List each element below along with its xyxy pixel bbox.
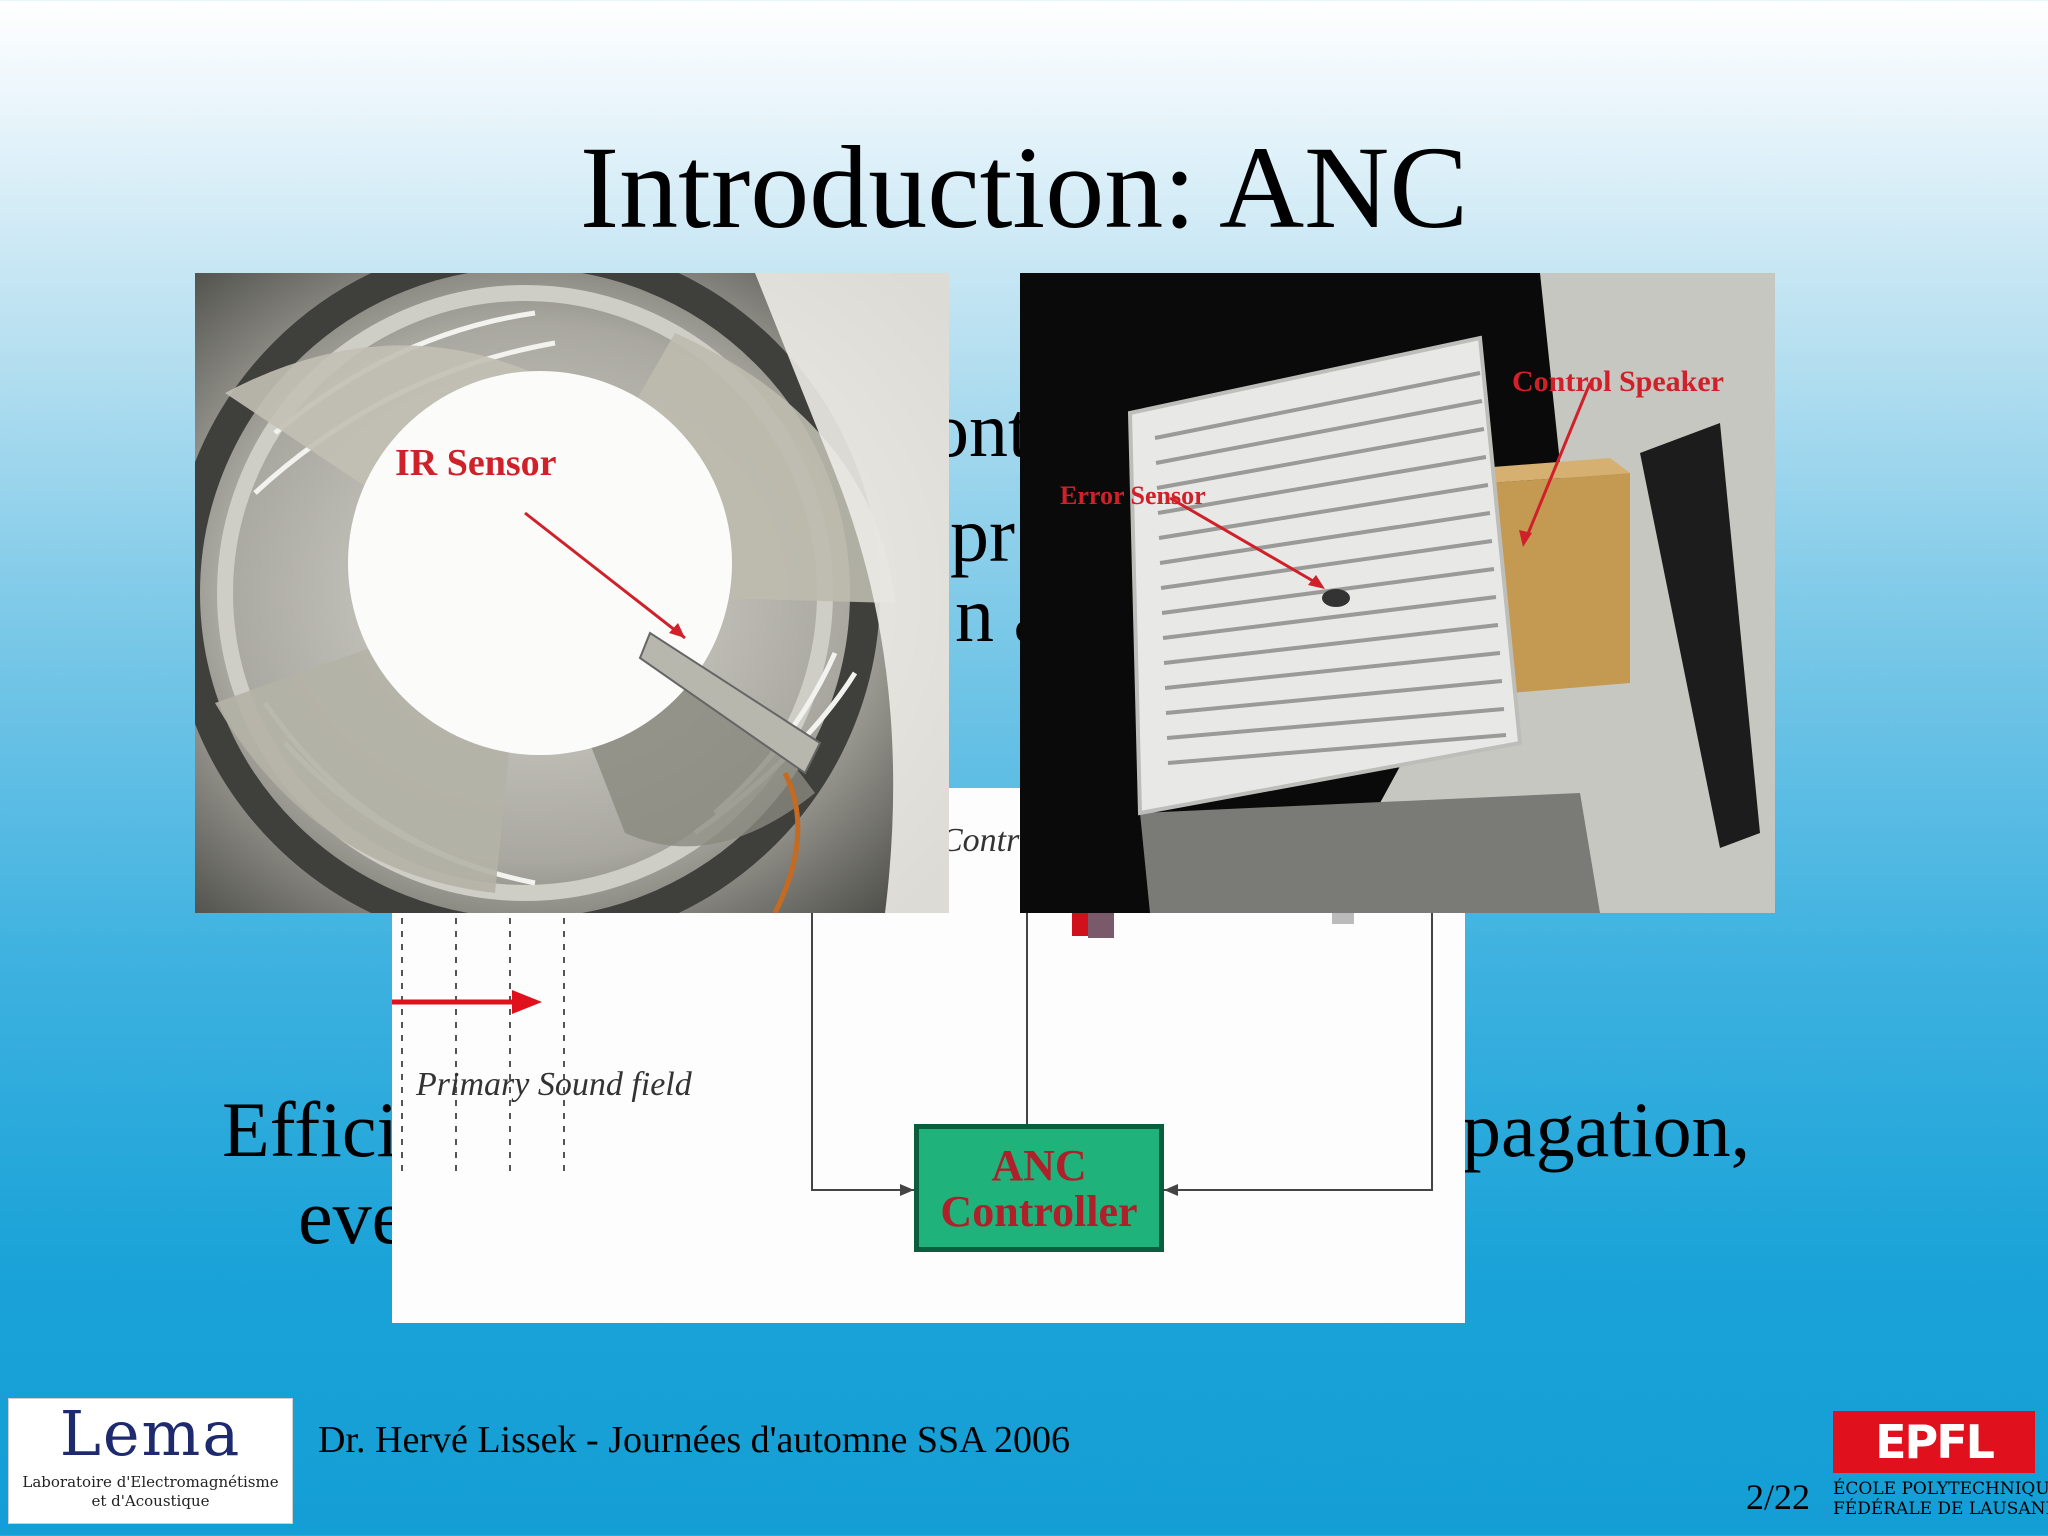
control-label: Contr <box>940 822 1020 859</box>
anc-controller-line2: Controller <box>940 1187 1138 1236</box>
control-speaker-label: Control Speaker <box>1512 365 1724 398</box>
lema-subtitle-line2: et d'Acoustique <box>91 1492 210 1510</box>
grille-photo-drawing <box>1020 273 1775 913</box>
page-number: 2/22 <box>1746 1477 1811 1517</box>
footer-author-text: Dr. Hervé Lissek - Journées d'automne SS… <box>318 1419 1070 1461</box>
fan-photo: IR Sensor <box>195 273 949 913</box>
primary-sound-field-label: Primary Sound field <box>416 1066 692 1103</box>
peek-text-4-left: Effici <box>222 1086 399 1173</box>
peek-text-5: eve <box>298 1173 407 1260</box>
epfl-logo-mark: EPFL <box>1833 1411 2035 1473</box>
epfl-logo-line1: ÉCOLE POLYTECHNIQUE <box>1833 1479 2048 1499</box>
peek-text-4-right: pagation, <box>1462 1086 1751 1173</box>
anc-controller-box: ANC Controller <box>914 1124 1164 1252</box>
lema-subtitle-line1: Laboratoire d'Electromagnétisme <box>22 1473 279 1491</box>
grille-photo: Error Sensor Control Speaker <box>1020 273 1775 913</box>
peek-text-2: pr <box>950 491 1015 578</box>
slide-title: Introduction: ANC <box>579 122 1469 253</box>
lema-logo: Lema Laboratoire d'Electromagnétisme et … <box>8 1398 293 1524</box>
epfl-logo: EPFL ÉCOLE POLYTECHNIQUE FÉDÉRALE DE LAU… <box>1833 1411 2048 1526</box>
lema-logo-subtitle: Laboratoire d'Electromagnétisme et d'Aco… <box>9 1473 292 1511</box>
ir-sensor-label: IR Sensor <box>395 442 557 484</box>
fan-photo-drawing <box>195 273 949 913</box>
anc-controller-line1: ANC <box>991 1141 1087 1190</box>
error-sensor-label: Error Sensor <box>1060 481 1206 510</box>
lema-logo-name: Lema <box>59 1397 242 1470</box>
epfl-logo-line2: FÉDÉRALE DE LAUSANNE <box>1833 1499 2048 1519</box>
